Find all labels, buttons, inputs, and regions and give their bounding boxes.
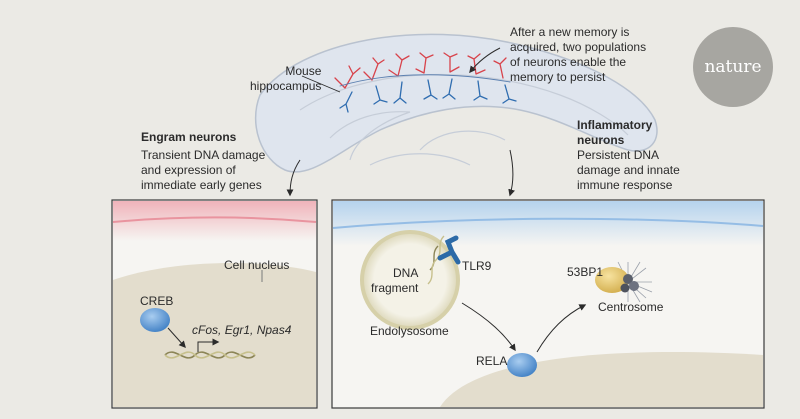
endolysosome-label: Endolysosome: [370, 324, 449, 338]
gene-list: cFos, Egr1, Npas4: [192, 323, 291, 338]
dna-fragment-label: DNA fragment: [371, 266, 419, 295]
inflammatory-panel: [331, 199, 765, 409]
nature-logo: nature: [693, 27, 773, 107]
dna-helix-engram: [164, 351, 256, 359]
inflammatory-title: Inflammatory neurons: [577, 118, 653, 147]
creb-label: CREB: [140, 294, 174, 308]
rela-label: RELA: [476, 354, 508, 368]
hippocampus-shape: [255, 33, 658, 173]
gene-npas4: Npas4: [256, 323, 292, 337]
hippocampus-label: Mouse hippocampus: [250, 64, 322, 93]
p53bp1-label: 53BP1: [567, 265, 604, 279]
dna-fragment: [427, 235, 445, 285]
gene-separator: ,: [218, 323, 225, 337]
cell-nucleus-label: Cell nucleus: [224, 258, 290, 272]
engram-description: Transient DNA damage and expression of i…: [141, 148, 266, 192]
tlr9-label: TLR9: [462, 259, 492, 273]
centrosome-label: Centrosome: [598, 300, 664, 314]
inflammatory-description: Persistent DNA damage and innate immune …: [577, 148, 680, 192]
memory-callout: After a new memory is acquired, two popu…: [510, 25, 647, 84]
gene-cfos: cFos: [192, 323, 219, 337]
engram-title: Engram neurons: [141, 130, 237, 144]
gene-egr1: Egr1: [224, 323, 251, 337]
gene-separator: ,: [250, 323, 257, 337]
engram-panel: [111, 199, 318, 409]
